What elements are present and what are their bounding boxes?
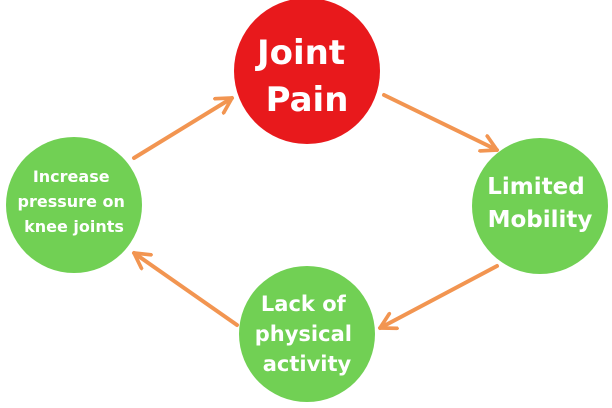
node-limited-mobility: Limited Mobility: [472, 138, 608, 274]
node-limited-mobility-circle: [472, 138, 608, 274]
node-increase-pressure: Increase pressure on knee joints: [6, 137, 142, 273]
node-lack-of-activity-line-1: Lack of: [261, 292, 347, 316]
node-lack-of-activity-line-3: activity: [263, 352, 352, 376]
arrow-joint-pain-to-limited-mobility: [382, 93, 499, 150]
svg-text:Joint Pain: Joint Pain: [255, 33, 357, 120]
arrow-limited-mobility-to-lack-of-activity: [378, 264, 499, 328]
node-joint-pain-line-2: Pain: [266, 80, 349, 120]
node-joint-pain-line-1: Joint: [255, 33, 345, 73]
node-joint-pain: Joint Pain: [234, 0, 380, 144]
node-lack-of-activity-circle: [239, 266, 375, 402]
node-lack-of-activity: Lack of physical activity: [239, 266, 375, 402]
svg-text:Increase pressure on: Increase pressure on knee joints: [18, 167, 131, 236]
node-increase-pressure-line-1: Increase: [33, 167, 110, 186]
node-joint-pain-circle: [234, 0, 380, 144]
svg-text:Lack of physical a: Lack of physical activity: [255, 292, 360, 376]
node-limited-mobility-line-1: Limited: [487, 174, 584, 200]
arrows: [132, 93, 499, 328]
node-lack-of-activity-line-2: physical: [255, 322, 352, 346]
arrow-lack-of-activity-to-increase-pressure: [132, 251, 239, 327]
svg-text:Limited Mobility: Limited Mobility: [487, 174, 592, 233]
node-limited-mobility-line-2: Mobility: [488, 207, 593, 233]
node-increase-pressure-line-2: pressure on: [18, 192, 125, 211]
node-increase-pressure-circle: [6, 137, 142, 273]
arrow-increase-pressure-to-joint-pain: [132, 96, 234, 160]
node-increase-pressure-line-3: knee joints: [24, 217, 124, 236]
